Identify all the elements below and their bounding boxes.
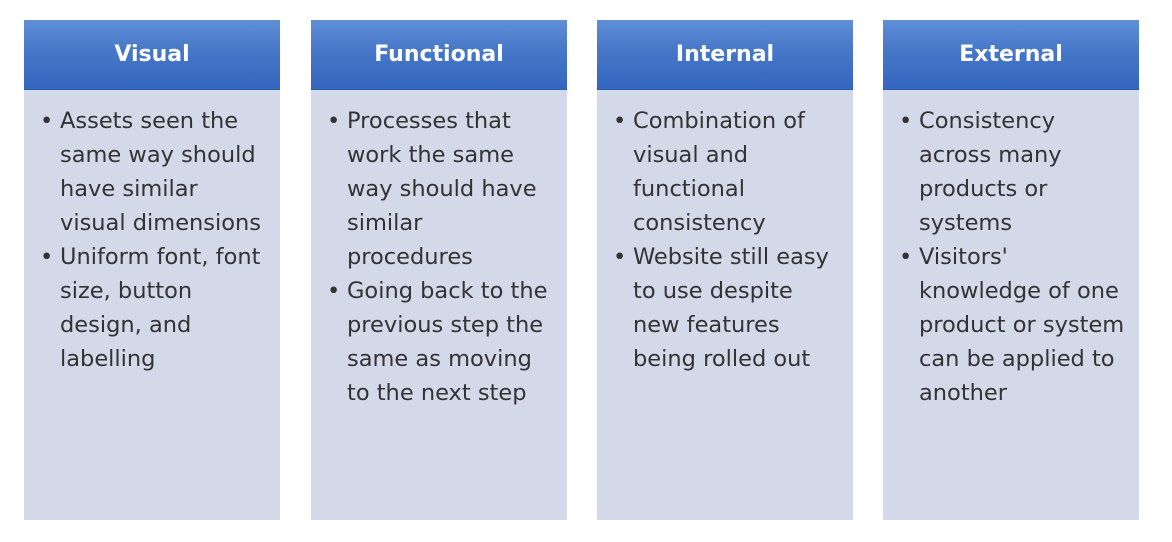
bullet-list: Combination of visual and functional con… xyxy=(597,90,853,376)
bullet-item: Website still easy to use despite new fe… xyxy=(611,240,841,376)
bullet-item: Going back to the previous step the same… xyxy=(325,274,555,410)
card-title: Internal xyxy=(597,20,853,90)
bullet-item: Processes that work the same way should … xyxy=(325,104,555,274)
bullet-list: Consistency across many products or syst… xyxy=(883,90,1139,410)
card-title: Visual xyxy=(24,20,280,90)
bullet-item: Combination of visual and functional con… xyxy=(611,104,841,240)
card-title: Functional xyxy=(311,20,567,90)
card-title: External xyxy=(883,20,1139,90)
bullet-list: Assets seen the same way should have sim… xyxy=(24,90,280,376)
card-internal: Internal Combination of visual and funct… xyxy=(597,20,853,520)
card-external: External Consistency across many product… xyxy=(883,20,1139,520)
card-functional: Functional Processes that work the same … xyxy=(311,20,567,520)
bullet-list: Processes that work the same way should … xyxy=(311,90,567,410)
card-visual: Visual Assets seen the same way should h… xyxy=(24,20,280,520)
bullet-item: Assets seen the same way should have sim… xyxy=(38,104,268,240)
bullet-item: Consistency across many products or syst… xyxy=(897,104,1127,240)
bullet-item: Uniform font, font size, button design, … xyxy=(38,240,268,376)
bullet-item: Visitors' knowledge of one product or sy… xyxy=(897,240,1127,410)
